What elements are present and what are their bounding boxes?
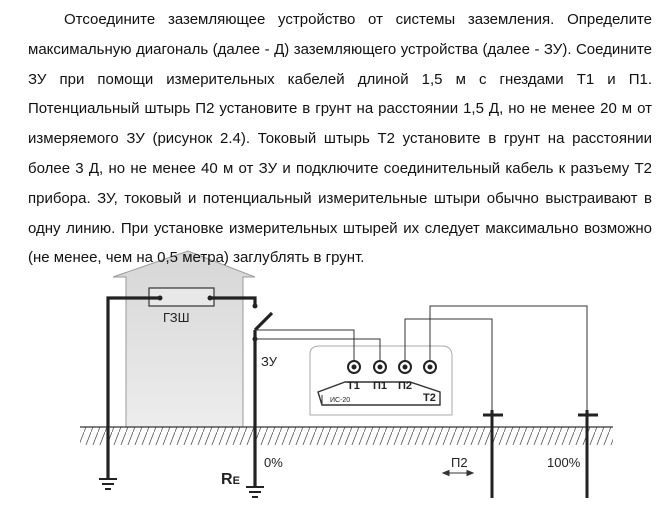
p2-label: П2 — [451, 455, 468, 470]
earth-conductors — [106, 296, 274, 486]
terminal-label-t1: Т1 — [347, 380, 360, 392]
ground-device-label: ЗУ — [261, 354, 278, 369]
terminal-label-t2: Т2 — [423, 392, 436, 404]
double-arrow-icon — [441, 469, 475, 477]
building — [112, 250, 256, 428]
terminal-label-p1: П1 — [373, 380, 387, 392]
measurement-cables — [255, 305, 588, 410]
terminal-sockets — [347, 360, 437, 374]
potential-stake — [483, 410, 503, 498]
zero-percent-label: 0% — [264, 455, 283, 470]
busbar-label: ГЗШ — [163, 310, 190, 325]
wiring-diagram: ГЗШ ЗУ ИС-20 Т1 П1 П2 Т2 0% RE — [80, 250, 613, 498]
terminal-label-p2: П2 — [398, 380, 412, 392]
instruction-text: Отсоедините заземляющее устройство от си… — [28, 5, 652, 273]
ground — [80, 426, 613, 445]
instruction-paragraph: Отсоедините заземляющее устройство от си… — [28, 11, 652, 267]
ground-symbol-icon — [246, 486, 264, 498]
meter-device: ИС-20 — [309, 345, 453, 416]
re-label: RE — [221, 471, 240, 488]
device-model: ИС-20 — [330, 397, 350, 404]
hundred-percent-label: 100% — [547, 455, 581, 470]
current-stake — [578, 410, 598, 498]
ground-symbol-icon — [99, 478, 117, 490]
